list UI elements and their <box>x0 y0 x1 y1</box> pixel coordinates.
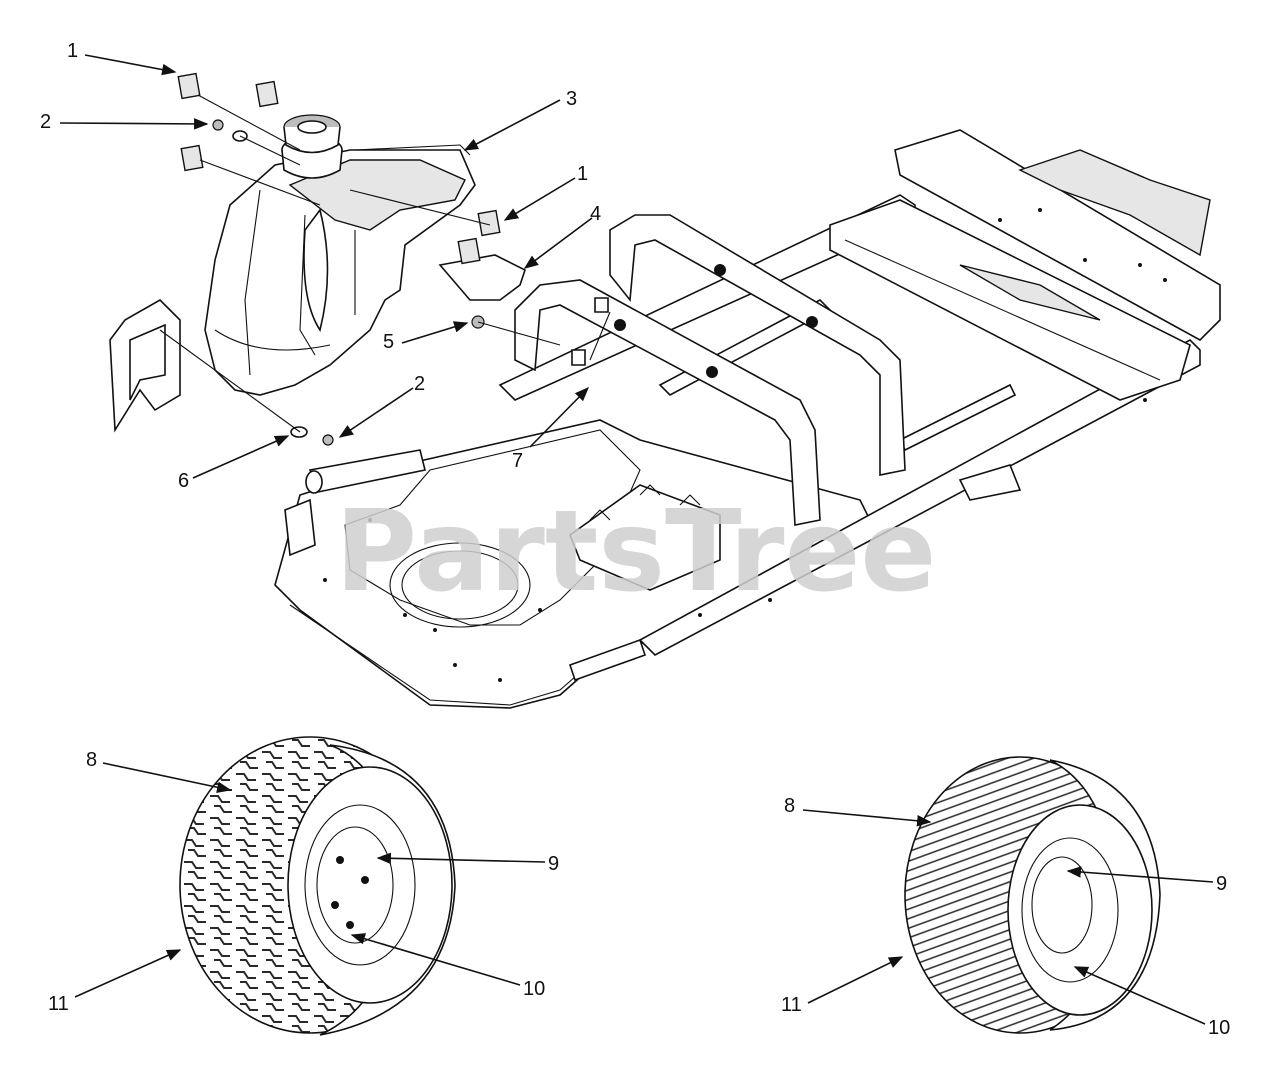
callout-8: 8 <box>784 795 795 817</box>
callout-2: 2 <box>40 111 51 133</box>
hardware <box>109 72 611 446</box>
callout-9: 9 <box>548 853 559 875</box>
callout-6: 6 <box>178 470 189 492</box>
callout-9: 9 <box>1216 873 1227 895</box>
mower-frame <box>274 129 1221 709</box>
callout-11: 11 <box>781 994 802 1016</box>
callout-3: 3 <box>566 88 577 110</box>
callout-leaders <box>59 54 1214 1025</box>
callout-5: 5 <box>383 331 394 353</box>
callout-1: 1 <box>577 163 588 185</box>
callout-4: 4 <box>590 203 601 225</box>
callout-2: 2 <box>414 373 425 395</box>
callout-7: 7 <box>512 450 523 472</box>
callout-11: 11 <box>48 993 69 1015</box>
fuel-tank <box>204 114 526 396</box>
callout-labels: 1 2 3 1 4 5 2 6 7 8 9 10 11 8 9 11 10 <box>40 40 1230 1039</box>
callout-1: 1 <box>67 40 78 62</box>
wheel-lug <box>904 756 1161 1034</box>
wheel-turf <box>179 736 456 1036</box>
callout-10: 10 <box>1208 1017 1230 1039</box>
callout-10: 10 <box>523 978 545 1000</box>
callout-8: 8 <box>86 749 97 771</box>
watermark: PartsTree <box>335 487 936 617</box>
